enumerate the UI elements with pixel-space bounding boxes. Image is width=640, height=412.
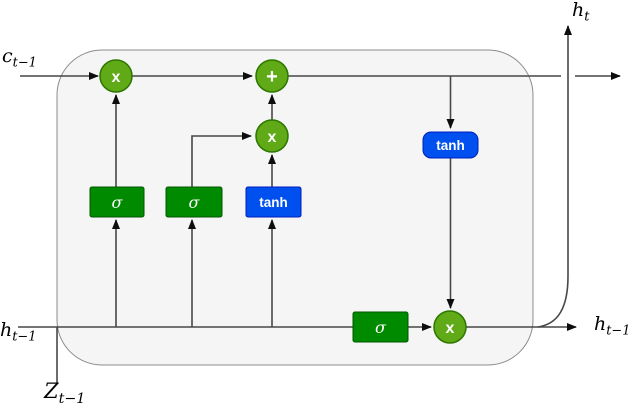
add-op: + — [266, 66, 278, 88]
sigmoid-input-label: σ — [189, 193, 201, 212]
multiply-output-node — [433, 310, 467, 344]
sigmoid-input-gate — [165, 186, 223, 218]
label-z-prev-sub: t−1 — [58, 390, 86, 407]
tanh-candidate-gate — [245, 186, 302, 218]
label-h-prev-left-base: h — [0, 319, 13, 341]
label-z-prev: Zt−1 — [44, 379, 86, 408]
edge-h-out-up — [537, 25, 572, 328]
label-z-prev-base: Z — [44, 379, 59, 403]
label-h-prev-left: ht−1 — [0, 320, 36, 345]
tanh-output-box — [422, 131, 479, 159]
multiply-forget-node — [99, 59, 133, 93]
multiply-input-node — [255, 119, 289, 153]
add-node — [255, 59, 289, 93]
label-c-prev-sub: t−1 — [12, 55, 37, 71]
sigmoid-forget-label: σ — [112, 193, 124, 212]
multiply-input-op: x — [268, 129, 277, 146]
sigmoid-output-label: σ — [375, 318, 387, 337]
edge-sigmoid-input-to-multiply — [191, 132, 252, 187]
label-h-prev-right-sub: t−1 — [606, 323, 631, 339]
label-h-prev-left-sub: t−1 — [12, 329, 37, 345]
label-c-prev: ct−1 — [2, 46, 37, 71]
tanh-candidate-label: tanh — [259, 195, 288, 210]
label-h-prev-right: ht−1 — [594, 314, 630, 339]
label-h-t-sub: t — [584, 9, 590, 25]
tanh-output-label: tanh — [436, 138, 465, 153]
label-h-prev-right-base: h — [594, 313, 607, 335]
sigmoid-forget-gate — [89, 186, 145, 218]
multiply-forget-op: x — [112, 69, 121, 86]
multiply-output-op: x — [446, 320, 455, 337]
sigmoid-output-gate — [352, 311, 409, 343]
label-h-t-base: h — [572, 0, 585, 21]
label-c-prev-base: c — [2, 45, 13, 67]
label-h-t: ht — [572, 0, 589, 25]
